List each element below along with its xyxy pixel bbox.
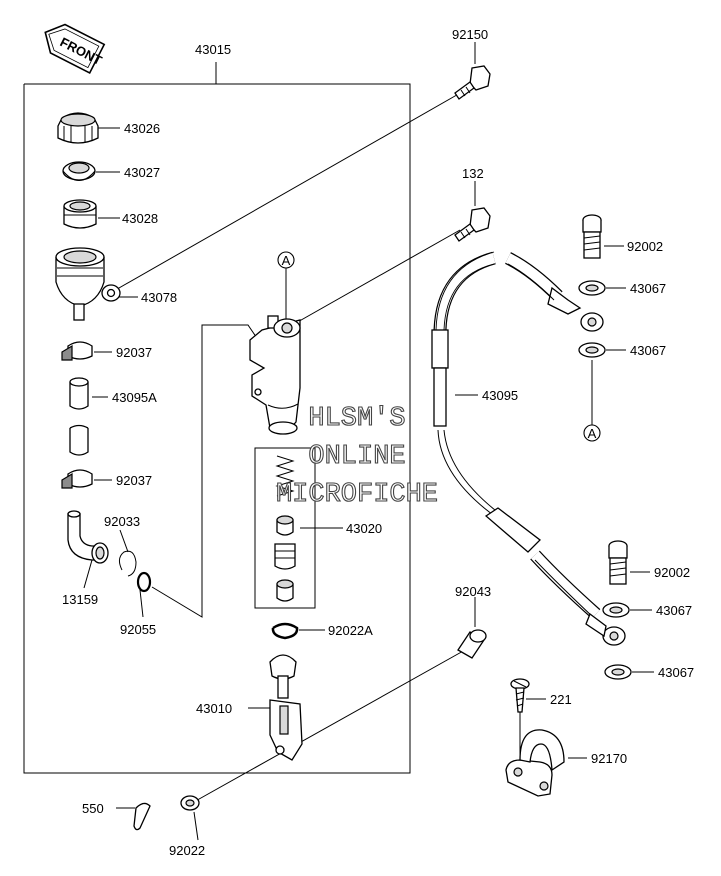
snap-ring-92022A-part xyxy=(271,622,299,640)
cotter-pin-550-part xyxy=(133,802,151,831)
label-43067-d: 43067 xyxy=(658,665,694,680)
diaphragm-part xyxy=(63,199,97,229)
o-ring-92055-part xyxy=(136,571,152,593)
banjo-bolt-upper-part xyxy=(582,214,602,259)
washer-43067-b-part xyxy=(578,342,606,358)
reservoir-cap-part xyxy=(57,112,99,144)
label-550: 550 xyxy=(82,801,104,816)
label-43067-c: 43067 xyxy=(656,603,692,618)
front-arrow-icon: FRONT xyxy=(44,23,106,75)
washer-43067-d-part xyxy=(604,664,632,680)
svg-text:A: A xyxy=(282,253,291,268)
washer-92022-part xyxy=(180,795,200,811)
label-43067-b: 43067 xyxy=(630,343,666,358)
reservoir-tank-part xyxy=(55,247,121,321)
label-92037-upper: 92037 xyxy=(116,345,152,360)
hose-clamp-upper-part xyxy=(61,341,93,361)
label-43028: 43028 xyxy=(122,211,158,226)
diaphragm-plate-part xyxy=(62,161,96,181)
master-cylinder-body-part xyxy=(249,315,301,435)
watermark-line3: MICROFICHE xyxy=(276,480,438,510)
bolt-92150-part xyxy=(454,65,491,100)
hose-clamp-lower-part xyxy=(61,469,93,489)
reservoir-hose-part xyxy=(69,377,89,456)
piston-kit-box xyxy=(254,447,316,609)
label-92022A: 92022A xyxy=(328,623,373,638)
label-92002-lower: 92002 xyxy=(654,565,690,580)
brake-hose-part xyxy=(431,251,626,646)
bolt-132-part xyxy=(454,207,491,242)
leader-lines xyxy=(83,42,654,841)
label-43095: 43095 xyxy=(482,388,518,403)
circlip-92033-part xyxy=(118,550,137,577)
watermark: HLSM'S ONLINE MICROFICHE xyxy=(275,403,438,510)
label-92055: 92055 xyxy=(120,622,156,637)
label-43067-a: 43067 xyxy=(630,281,666,296)
watermark-line2: ONLINE xyxy=(308,442,405,472)
label-43027: 43027 xyxy=(124,165,160,180)
banjo-bolt-lower-part xyxy=(608,540,628,585)
label-43095A: 43095A xyxy=(112,390,157,405)
assembly-box-43015 xyxy=(23,62,411,774)
callout-a-master: A xyxy=(277,251,295,269)
hose-clamp-92170-part xyxy=(505,729,565,797)
label-43010: 43010 xyxy=(196,701,232,716)
label-92002-upper: 92002 xyxy=(627,239,663,254)
washer-43067-c-part xyxy=(602,602,630,618)
label-92033: 92033 xyxy=(104,514,140,529)
label-13159: 13159 xyxy=(62,592,98,607)
washer-43067-a-part xyxy=(578,280,606,296)
svg-text:A: A xyxy=(588,426,597,441)
label-43020: 43020 xyxy=(346,521,382,536)
label-92037-lower: 92037 xyxy=(116,473,152,488)
elbow-fitting-part xyxy=(67,510,109,564)
pin-92043-part xyxy=(457,629,487,659)
label-92022: 92022 xyxy=(169,843,205,858)
label-221: 221 xyxy=(550,692,572,707)
label-92170: 92170 xyxy=(591,751,627,766)
part-labels: 43015 43026 43027 43028 43078 92037 4309… xyxy=(62,27,694,858)
label-92150: 92150 xyxy=(452,27,488,42)
label-43026: 43026 xyxy=(124,121,160,136)
callout-a-hose: A xyxy=(583,424,601,442)
label-132: 132 xyxy=(462,166,484,181)
push-rod-clevis-part xyxy=(269,654,303,761)
label-43078: 43078 xyxy=(141,290,177,305)
label-92043: 92043 xyxy=(455,584,491,599)
watermark-line1: HLSM'S xyxy=(308,404,405,434)
label-43015: 43015 xyxy=(195,42,231,57)
screw-221-part xyxy=(510,678,530,713)
